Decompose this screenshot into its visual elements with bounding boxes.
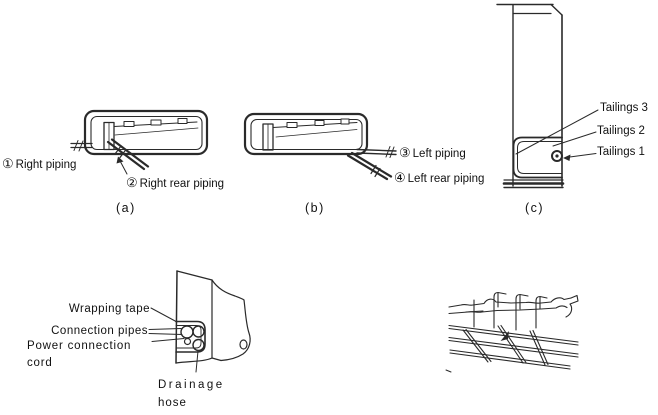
label-drainage-hose: Drainage hose [158, 376, 225, 412]
tailings-leader-lines [515, 109, 599, 161]
left-piping-text: Left piping [412, 148, 466, 160]
label-tailings-2: Tailings 2 [597, 125, 645, 137]
right-piping-pipe [70, 140, 93, 152]
power-cord-circle [183, 337, 192, 346]
circled-number-3-icon: ③ [399, 145, 411, 160]
label-connection-pipes: Connection pipes [51, 325, 148, 337]
drainage-line1: Drainage [158, 379, 225, 391]
tailings-cover [512, 136, 563, 179]
outlet-leader-lines [148, 307, 199, 373]
figure-c-side-view-drawing [496, 3, 599, 189]
tailings-1-hole [551, 150, 563, 162]
connection-pipe-circle-2 [192, 325, 205, 338]
drainage-line2: hose [158, 397, 187, 409]
figure-b-indoor-unit-drawing [243, 112, 397, 181]
figure-a-caption: (a) [116, 201, 136, 215]
left-rear-piping-pipe [346, 151, 393, 181]
connection-pipe-circle-1 [180, 325, 194, 339]
figure-a-indoor-unit-drawing [70, 109, 209, 175]
circled-number-1-icon: ① [2, 156, 14, 171]
drainage-hose-circle [192, 338, 205, 352]
pipe-outlet-detail-drawing [148, 270, 251, 373]
label-tailings-1: Tailings 1 [597, 146, 645, 158]
rear-piping-leader-arrow [116, 156, 128, 175]
circled-number-2-icon: ② [126, 175, 138, 190]
left-rear-piping-text: Left rear piping [407, 173, 485, 185]
right-piping-text: Right piping [15, 159, 77, 171]
label-power-connection-cord: Power connection cord [27, 338, 131, 372]
power-connection-line1: Power connection [27, 340, 132, 352]
right-rear-piping-text: Right rear piping [139, 178, 225, 190]
label-tailings-3: Tailings 3 [600, 102, 648, 114]
right-rear-piping-pipe [106, 138, 150, 171]
figure-c-caption: (c) [525, 201, 545, 215]
label-wrapping-tape: Wrapping tape [68, 303, 150, 315]
power-connection-line2: cord [27, 357, 53, 369]
figure-b-caption: (b) [305, 201, 325, 215]
wrapped-pipe-bundle-mesh-drawing [445, 291, 579, 373]
left-piping-pipe [356, 146, 397, 158]
circled-number-4-icon: ④ [394, 170, 406, 185]
